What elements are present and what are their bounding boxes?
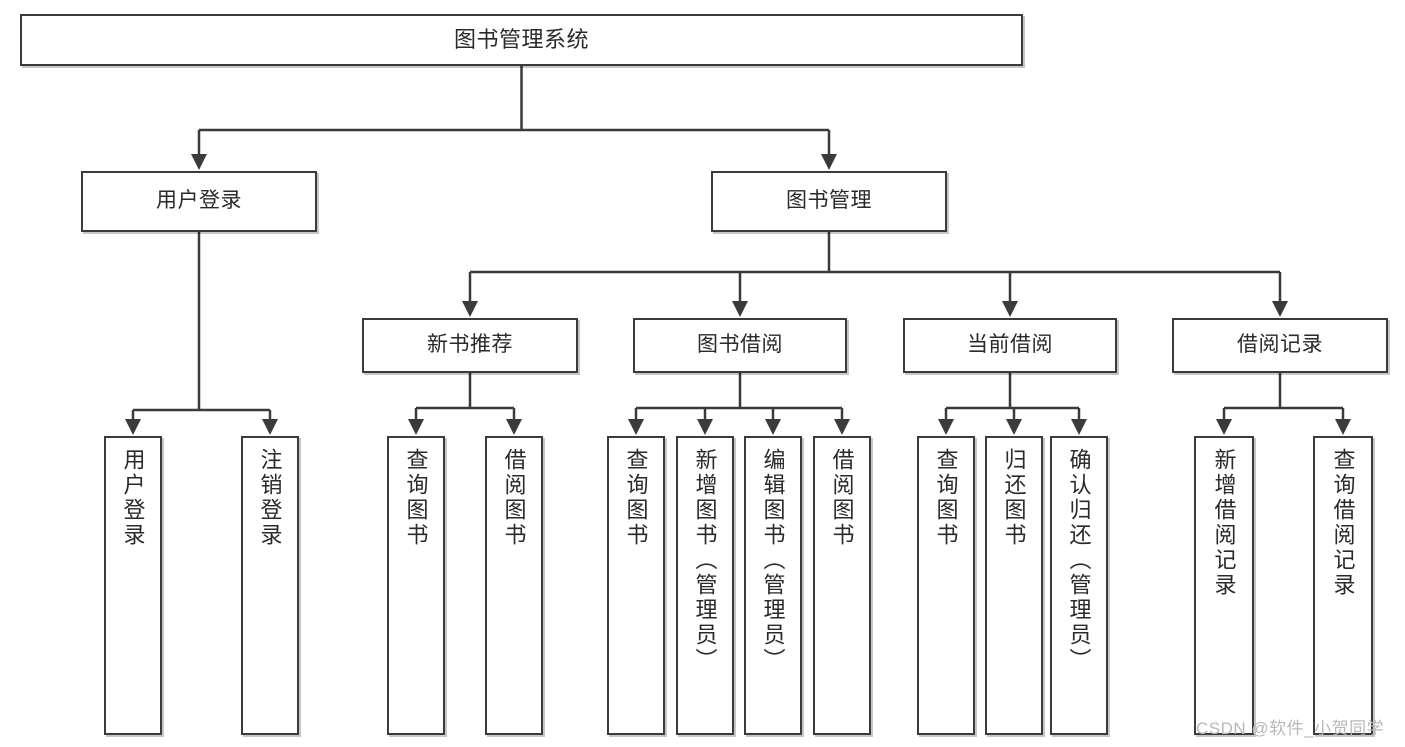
edge-arrowhead [1272,301,1288,317]
edge-arrowhead [732,301,748,317]
node-leaf-rec-add[interactable]: 新增借阅记录 [1194,436,1254,735]
edge-arrowhead [1006,419,1022,435]
node-root[interactable]: 图书管理系统 [20,14,1023,66]
node-label-leaf-user-logout: 注销登录 [257,448,283,548]
node-label-leaf-br-borrow: 借阅图书 [829,448,855,548]
edge-arrowhead [1071,419,1087,435]
node-label-leaf-rec-query: 查询借阅记录 [1330,448,1356,598]
node-leaf-cur-return[interactable]: 归还图书 [985,436,1043,735]
node-label-root: 图书管理系统 [453,27,589,53]
node-leaf-br-query[interactable]: 查询图书 [607,436,665,735]
edge-arrowhead [191,154,207,170]
node-label-leaf-cur-confirm: 确认归还（管理员） [1066,448,1092,673]
node-login[interactable]: 用户登录 [81,171,317,232]
edge-arrowhead [628,419,644,435]
edge-arrowhead [1002,301,1018,317]
node-label-login: 用户登录 [156,189,242,213]
edge-arrowhead [506,419,522,435]
edge-arrowhead [834,419,850,435]
node-label-bookmgmt: 图书管理 [786,189,872,213]
watermark: CSDN @软件_小贺同学 [1196,719,1385,738]
node-records[interactable]: 借阅记录 [1172,318,1388,373]
node-label-leaf-nb-query: 查询图书 [403,448,429,548]
node-label-leaf-br-query: 查询图书 [623,448,649,548]
node-label-newbook: 新书推荐 [427,333,513,357]
node-leaf-cur-confirm[interactable]: 确认归还（管理员） [1050,436,1108,735]
node-borrow[interactable]: 图书借阅 [633,318,847,373]
node-leaf-br-add[interactable]: 新增图书（管理员） [676,436,734,735]
node-label-records: 借阅记录 [1237,333,1323,357]
node-label-leaf-user-login: 用户登录 [120,448,146,548]
edge-arrowhead [1335,419,1351,435]
edge-records [1222,373,1345,419]
node-leaf-br-edit[interactable]: 编辑图书（管理员） [744,436,802,735]
node-leaf-cur-query[interactable]: 查询图书 [917,436,975,735]
edge-arrowhead [262,419,278,435]
edge-arrowhead [938,419,954,435]
node-leaf-user-login[interactable]: 用户登录 [104,436,162,735]
node-label-current: 当前借阅 [967,333,1053,357]
node-leaf-br-borrow[interactable]: 借阅图书 [813,436,871,735]
node-leaf-nb-query[interactable]: 查询图书 [387,436,445,735]
edge-arrowhead [821,154,837,170]
edge-newbook [414,373,516,419]
edge-borrow [634,373,844,419]
edge-arrowhead [462,301,478,317]
node-label-leaf-br-edit: 编辑图书（管理员） [760,448,786,673]
node-newbook[interactable]: 新书推荐 [362,318,578,373]
edge-arrowhead [408,419,424,435]
node-label-leaf-cur-query: 查询图书 [933,448,959,548]
edge-arrowhead [697,419,713,435]
edge-arrowhead [765,419,781,435]
edge-root [197,66,831,154]
edge-current [944,373,1081,419]
edge-arrowhead [1216,419,1232,435]
node-leaf-user-logout[interactable]: 注销登录 [241,436,299,735]
node-label-leaf-nb-borrow: 借阅图书 [501,448,527,548]
node-label-borrow: 图书借阅 [697,333,783,357]
node-bookmgmt[interactable]: 图书管理 [711,171,947,232]
node-leaf-rec-query[interactable]: 查询借阅记录 [1313,436,1373,735]
node-label-leaf-rec-add: 新增借阅记录 [1211,448,1237,598]
node-current[interactable]: 当前借阅 [903,318,1117,373]
edge-bookmgmt [468,232,1282,301]
edge-arrowhead [125,419,141,435]
node-leaf-nb-borrow[interactable]: 借阅图书 [485,436,543,735]
edge-login [131,232,272,419]
node-label-leaf-cur-return: 归还图书 [1001,448,1027,548]
node-label-leaf-br-add: 新增图书（管理员） [692,448,718,673]
